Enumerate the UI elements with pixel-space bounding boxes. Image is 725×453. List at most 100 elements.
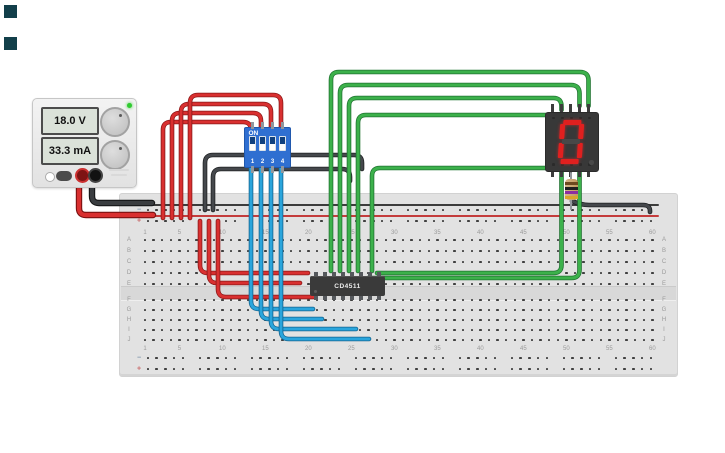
board-hole[interactable]: [588, 367, 592, 371]
board-hole[interactable]: [393, 249, 396, 253]
board-hole[interactable]: [614, 219, 618, 223]
board-hole[interactable]: [519, 356, 522, 360]
board-hole[interactable]: [276, 208, 280, 212]
board-hole[interactable]: [146, 219, 150, 223]
board-hole[interactable]: [616, 271, 620, 275]
wire-blue-3[interactable]: [268, 157, 359, 332]
board-hole[interactable]: [389, 356, 393, 360]
board-hole[interactable]: [573, 328, 577, 332]
board-hole[interactable]: [528, 367, 531, 371]
wire-green-mid[interactable]: [369, 165, 552, 274]
board-hole[interactable]: [393, 328, 396, 332]
wire-supply-black[interactable]: [89, 174, 155, 206]
board-hole[interactable]: [590, 308, 594, 312]
board-hole[interactable]: [264, 338, 267, 342]
wire-red-dip-4[interactable]: [188, 93, 283, 220]
board-hole[interactable]: [401, 328, 405, 332]
board-hole[interactable]: [401, 282, 405, 286]
board-hole[interactable]: [285, 356, 289, 360]
board-hole[interactable]: [496, 308, 499, 312]
board-hole[interactable]: [298, 298, 302, 302]
board-hole[interactable]: [178, 318, 181, 322]
board-hole[interactable]: [172, 219, 176, 223]
board-hole[interactable]: [203, 238, 207, 242]
board-hole[interactable]: [513, 260, 517, 264]
board-hole[interactable]: [393, 282, 396, 286]
board-hole[interactable]: [307, 298, 310, 302]
board-hole[interactable]: [441, 219, 445, 223]
board-hole[interactable]: [302, 367, 306, 371]
board-hole[interactable]: [530, 282, 534, 286]
board-hole[interactable]: [444, 260, 448, 264]
board-hole[interactable]: [212, 308, 216, 312]
board-hole[interactable]: [152, 328, 155, 332]
board-hole[interactable]: [625, 249, 628, 253]
board-hole[interactable]: [504, 338, 508, 342]
board-hole[interactable]: [311, 219, 314, 223]
wire-green-low-2[interactable]: [366, 169, 581, 280]
board-hole[interactable]: [186, 238, 190, 242]
board-hole[interactable]: [487, 282, 491, 286]
board-hole[interactable]: [436, 249, 439, 253]
board-hole[interactable]: [453, 338, 456, 342]
board-hole[interactable]: [160, 282, 164, 286]
board-hole[interactable]: [565, 260, 568, 264]
board-hole[interactable]: [178, 298, 181, 302]
board-hole[interactable]: [289, 260, 293, 264]
board-hole[interactable]: [599, 328, 603, 332]
board-hole[interactable]: [178, 338, 181, 342]
board-hole[interactable]: [169, 328, 173, 332]
board-hole[interactable]: [436, 328, 439, 332]
board-hole[interactable]: [285, 208, 289, 212]
board-hole[interactable]: [172, 356, 176, 360]
board-hole[interactable]: [441, 367, 445, 371]
board-hole[interactable]: [539, 328, 542, 332]
board-hole[interactable]: [616, 338, 620, 342]
board-hole[interactable]: [571, 356, 574, 360]
board-hole[interactable]: [470, 308, 474, 312]
board-hole[interactable]: [367, 328, 370, 332]
board-hole[interactable]: [393, 238, 396, 242]
board-hole[interactable]: [513, 308, 517, 312]
board-hole[interactable]: [195, 328, 198, 332]
board-hole[interactable]: [493, 208, 497, 212]
board-hole[interactable]: [597, 208, 601, 212]
board-hole[interactable]: [203, 328, 207, 332]
board-hole[interactable]: [633, 298, 637, 302]
board-hole[interactable]: [519, 219, 522, 223]
board-hole[interactable]: [186, 328, 190, 332]
dip-switch-lever-4[interactable]: [279, 136, 286, 151]
board-hole[interactable]: [436, 308, 439, 312]
board-hole[interactable]: [384, 260, 388, 264]
wire-red-ic-3[interactable]: [215, 218, 316, 300]
board-hole[interactable]: [410, 238, 413, 242]
board-hole[interactable]: [608, 338, 611, 342]
board-hole[interactable]: [212, 238, 216, 242]
negative-terminal[interactable]: [88, 168, 103, 183]
board-hole[interactable]: [152, 318, 155, 322]
board-hole[interactable]: [458, 208, 462, 212]
board-hole[interactable]: [375, 328, 379, 332]
board-hole[interactable]: [160, 260, 164, 264]
board-hole[interactable]: [415, 208, 418, 212]
board-hole[interactable]: [588, 356, 592, 360]
power-supply[interactable]: 18.0 V 33.3 mA: [32, 98, 137, 188]
board-hole[interactable]: [614, 367, 618, 371]
board-hole[interactable]: [203, 308, 207, 312]
board-hole[interactable]: [406, 219, 410, 223]
board-hole[interactable]: [504, 318, 508, 322]
board-hole[interactable]: [384, 318, 388, 322]
board-hole[interactable]: [393, 298, 396, 302]
board-hole[interactable]: [479, 308, 482, 312]
board-hole[interactable]: [608, 271, 611, 275]
board-hole[interactable]: [510, 219, 514, 223]
board-hole[interactable]: [307, 282, 310, 286]
board-hole[interactable]: [384, 328, 388, 332]
wire-green-arc-2[interactable]: [338, 83, 581, 273]
board-hole[interactable]: [255, 298, 259, 302]
board-hole[interactable]: [186, 282, 190, 286]
board-hole[interactable]: [513, 318, 517, 322]
board-hole[interactable]: [363, 356, 366, 360]
board-hole[interactable]: [393, 338, 396, 342]
board-hole[interactable]: [298, 238, 302, 242]
